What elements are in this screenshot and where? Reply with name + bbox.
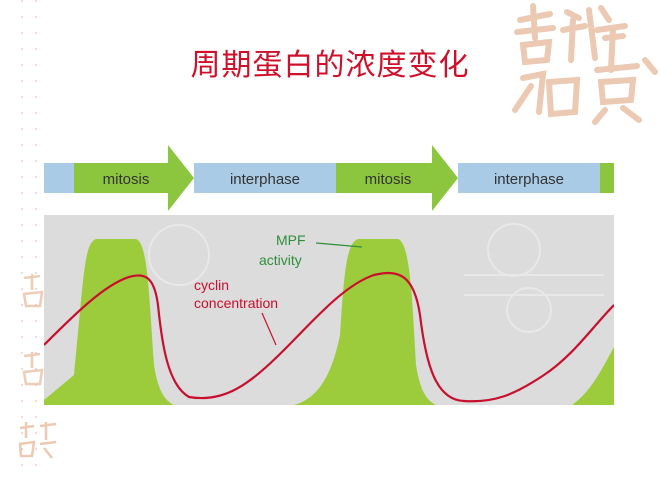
seal-small-icon xyxy=(18,422,57,459)
phase-label: interphase xyxy=(494,171,564,188)
mitosis-band xyxy=(600,163,614,193)
seal-small-icon xyxy=(22,352,44,386)
phase-label: mitosis xyxy=(103,171,150,188)
mpf-label: activity xyxy=(259,252,302,268)
mitosis-arrow xyxy=(74,145,194,211)
mitosis-arrow xyxy=(336,145,458,211)
mpf-activity-area xyxy=(44,239,174,405)
mpf-activity-area xyxy=(572,347,614,405)
mpf-cyclin-plot: MPF activity cyclin concentration xyxy=(44,215,614,405)
cell-cycle-phase-bar: mitosis interphase mitosis interphase xyxy=(44,145,614,211)
interphase-box xyxy=(194,163,336,193)
cyclin-label: concentration xyxy=(194,295,278,311)
phase-label: mitosis xyxy=(365,171,412,188)
seal-small-icon xyxy=(22,274,44,308)
interphase-box xyxy=(458,163,600,193)
seal-logo xyxy=(512,3,658,125)
cyclin-concentration-curve xyxy=(44,271,614,403)
margin-guides xyxy=(21,0,37,480)
mpf-label: MPF xyxy=(276,232,306,248)
mpf-activity-area xyxy=(294,239,436,405)
phase-label: interphase xyxy=(230,171,300,188)
interphase-band xyxy=(44,163,74,193)
cyclin-label: cyclin xyxy=(194,277,229,293)
slide-title: 周期蛋白的浓度变化 xyxy=(190,48,470,83)
cyclin-pointer xyxy=(261,312,277,346)
mpf-pointer xyxy=(315,242,363,248)
